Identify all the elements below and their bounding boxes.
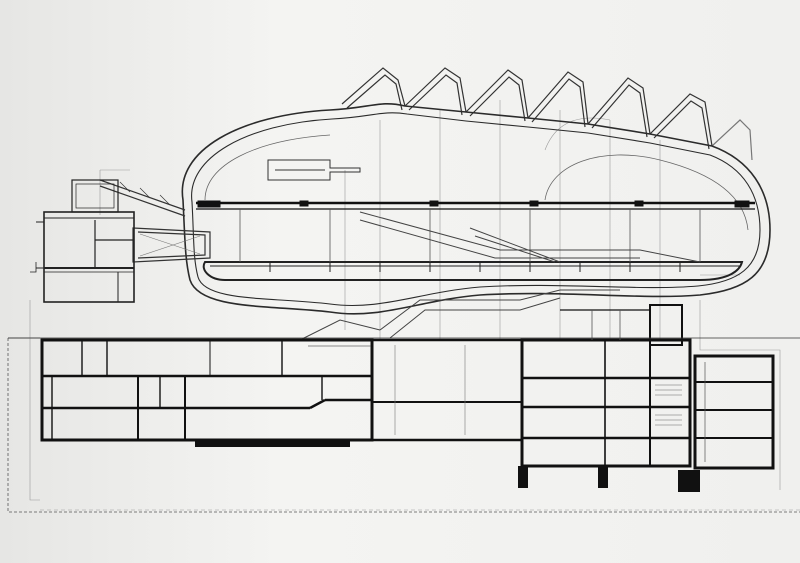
escalator-ramps: [299, 211, 701, 341]
bridge-link: [132, 227, 211, 263]
left-tower: [30, 179, 135, 303]
foundation-footings: [518, 466, 700, 492]
blob-columns: [239, 209, 701, 262]
elevation-background-lines: [29, 100, 800, 511]
right-annex: [693, 354, 775, 470]
right-block: [520, 304, 692, 468]
mezzanine-platform: [267, 159, 361, 181]
blob-upper-floor: [196, 200, 755, 210]
blob-lower-floor: [202, 261, 744, 281]
roof-fins: [341, 67, 753, 161]
